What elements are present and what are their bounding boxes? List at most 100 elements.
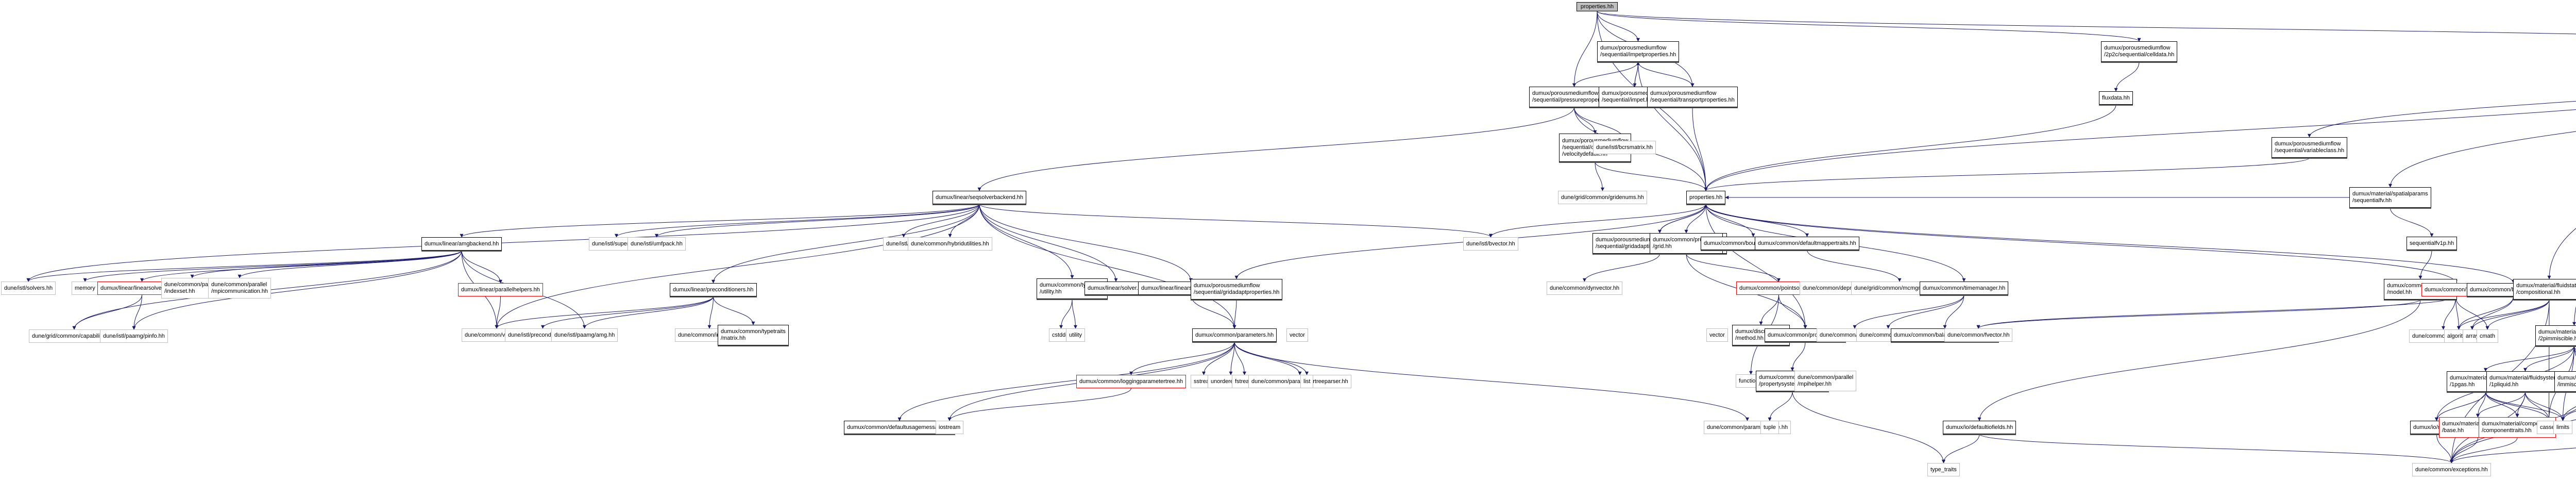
graph-node-dune-common-parallel-mpicommunication-hh: dune/common/parallel /mpicommunication.h… <box>208 278 272 299</box>
edge-utility_tt-to-utility <box>1072 299 1077 329</box>
edge-propsys-to-typetraits <box>1792 391 1945 464</box>
graph-node-dune-common-exceptions-hh: dune/common/exceptions.hh <box>2412 463 2491 476</box>
edge-amgbackend-to-solvers <box>26 250 462 282</box>
edge-seqsolver-to-solvers <box>26 204 980 282</box>
edge-paramshh-to-fstream <box>1234 341 1246 375</box>
edge-2pprops-to-spatialparams <box>2388 131 2576 188</box>
graph-node-dune-common-fvector-hh: dune/common/fvector.hh <box>1944 328 2013 342</box>
edge-fscomp-to-array <box>2470 299 2550 330</box>
edge-gridadaptinit-to-dynvector <box>1583 253 1660 282</box>
graph-node-dumux-material-fluidsystems-2pimmiscible-hh[interactable]: dumux/material/fluidsystems /2pimmiscibl… <box>2535 325 2576 346</box>
graph-node-dune-common-parallel-mpihelper-hh: dune/common/parallel /mpihelper.hh <box>1794 371 1857 391</box>
edge-defio-to-typetraits <box>1942 434 1980 464</box>
graph-node-dumux-linear-seqsolverbackend-hh[interactable]: dumux/linear/seqsolverbackend.hh <box>933 191 1026 204</box>
edge-seqsolver-to-umfpack <box>655 204 980 238</box>
graph-node-dumux-linear-parallelhelpers-hh[interactable]: dumux/linear/parallelhelpers.hh <box>458 283 543 296</box>
edge-lstraits-to-pinfo <box>132 294 142 330</box>
graph-node-fluxdata-hh[interactable]: fluxdata.hh <box>2099 91 2133 105</box>
edge-timemgr-to-floatcmp <box>1853 294 1964 329</box>
edge-fscomp-to-algorithm <box>2457 299 2550 330</box>
edge-impet-to-impetprops <box>1634 61 1640 87</box>
edge-varclass-to-properties <box>1704 157 2310 191</box>
edge-propmodel-to-defio <box>1977 299 2421 421</box>
edge-2pimm-to-fs1pliq <box>2523 345 2574 372</box>
edge-paramshh-to-sstream <box>1202 341 1235 375</box>
edge-seqsolver-to-amgbackend <box>460 204 980 238</box>
edge-amgbackend-to-indexset <box>190 250 462 278</box>
edge-seqsolver-to-bvector <box>979 204 1493 238</box>
edge-gaprops-to-paramshh <box>1232 299 1237 329</box>
edge-amgbackend-to-parhelpers <box>461 250 502 284</box>
graph-node-iostream: iostream <box>936 421 964 434</box>
edge-amgbackend-to-pinfo <box>132 250 462 330</box>
graph-node-dumux-material-spatialparams-sequentialfv-hh[interactable]: dumux/material/spatialparams /sequential… <box>2349 187 2431 208</box>
edge-preconds-to-indiceshh <box>707 296 714 329</box>
edge-mathhh-to-fmatrix <box>2442 296 2456 330</box>
edge-pointsource-to-method <box>1759 294 1779 325</box>
edge-fsbase-to-exceptions <box>2450 437 2478 464</box>
edge-paramshh-to-umap <box>1229 341 1235 375</box>
edge-timemgr-to-balance <box>1943 294 1964 329</box>
graph-node-dune-istl-bvector-hh: dune/istl/bvector.hh <box>1463 237 1518 251</box>
edge-preconds-to-amg <box>583 296 714 329</box>
edge-pressprops-to-velocitydefault <box>1574 107 1597 134</box>
graph-node-tuple: tuple <box>1760 421 1779 434</box>
edge-utility_tt-to-cstddef <box>1059 299 1073 329</box>
edge-pointsource-to-cprops <box>1778 294 1807 329</box>
edge-lsparams-to-paramshh <box>1191 294 1236 329</box>
graph-node-dumux-porousmediumflow-2p2c-sequential-celldata-hh[interactable]: dumux/porousmediumflow /2p2c/sequential/… <box>2101 41 2178 62</box>
graph-node-dumux-common-defaultmappertraits-hh[interactable]: dumux/common/defaultmappertraits.hh <box>1755 237 1859 250</box>
edge-fscomp-to-cassert <box>2547 299 2551 421</box>
graph-node-dumux-common-timemanager-hh[interactable]: dumux/common/timemanager.hh <box>1920 282 2009 295</box>
edge-properties-to-btypes <box>1705 204 2515 284</box>
graph-node-dune-istl-paamg-amg-hh: dune/istl/paamg/amg.hh <box>551 328 618 342</box>
graph-node-dumux-material-fluidsystems-1pliquid-hh[interactable]: dumux/material/fluidsystems /1pliquid.hh <box>2486 371 2564 392</box>
edge-pressprops-to-seqsolver <box>977 107 1574 191</box>
graph-node-dune-common-hybridutilities-hh: dune/common/hybridutilities.hh <box>908 237 992 251</box>
graph-node-properties-hh[interactable]: properties.hh <box>1686 191 1726 204</box>
graph-node-dumux-porousmediumflow-sequential-variableclass-hh[interactable]: dumux/porousmediumflow /sequential/varia… <box>2272 137 2348 158</box>
graph-node-dumux-material-fluidstates-compositional-hh[interactable]: dumux/material/fluidstates /compositiona… <box>2513 279 2576 300</box>
graph-node-dumux-io-defaultiofields-hh[interactable]: dumux/io/defaultiofields.hh <box>1943 421 2016 434</box>
edge-btypes-to-algorithm <box>2457 296 2514 330</box>
edge-amgbackend-to-mpicomm <box>238 250 462 278</box>
edge-properties-to-mathhh <box>1705 204 2458 284</box>
graph-node-vector: vector <box>1286 328 1308 342</box>
graph-node-properties-hh[interactable]: properties.hh <box>1577 2 1618 11</box>
edge-2pprops-to-properties <box>1704 109 2576 191</box>
graph-node-sequentialfv1p-hh[interactable]: sequentialfv1p.hh <box>2406 237 2458 250</box>
graph-node-dumux-porousmediumflow-sequential-gridadaptproperties-hh[interactable]: dumux/porousmediumflow /sequential/grida… <box>1191 279 1283 300</box>
graph-node-dune-istl-solvers-hh: dune/istl/solvers.hh <box>1 282 56 295</box>
edge-defio-to-exceptions <box>1979 434 2453 464</box>
edge-comptraits-to-exceptions <box>2450 437 2518 464</box>
edge-seqsolver-to-utility_tt <box>979 204 1074 279</box>
edge-root-to-2pprops <box>1597 11 2576 35</box>
edge-compbase-to-exceptions <box>2450 448 2576 464</box>
edge-lstraits-to-capabilities <box>72 294 142 330</box>
edge-paramshh-to-logtree <box>1129 341 1235 375</box>
graph-node-dumux-common-loggingparametertree-hh[interactable]: dumux/common/loggingparametertree.hh <box>1076 375 1187 388</box>
graph-node-dumux-material-fluidstates-immiscible-hh[interactable]: dumux/material/fluidstates /immiscible.h… <box>2554 371 2576 392</box>
graph-node-dune-istl-bcrsmatrix-hh: dune/istl/bcrsmatrix.hh <box>1593 141 1656 154</box>
graph-node-dumux-porousmediumflow-sequential-transportproperties-hh[interactable]: dumux/porousmediumflow /sequential/trans… <box>1647 87 1738 107</box>
edge-cprops-to-propsys <box>1790 341 1806 371</box>
graph-node-dumux-common-typetraits-matrix-hh[interactable]: dumux/common/typetraits /matrix.hh <box>718 325 789 345</box>
edge-root-to-pressprops <box>1572 11 1598 87</box>
graph-node-dumux-common-parameters-hh[interactable]: dumux/common/parameters.hh <box>1192 328 1277 342</box>
graph-node-dumux-porousmediumflow-sequential-impetproperties-hh[interactable]: dumux/porousmediumflow /sequential/impet… <box>1597 41 1680 62</box>
edge-paramshh-to-ptree <box>1234 341 1749 421</box>
graph-node-list: list <box>1300 375 1314 388</box>
graph-node-dune-common-deprecated-hh: dune/common/deprecated.hh <box>1800 282 1880 295</box>
edge-impetprops-to-transprops <box>1638 61 1694 87</box>
graph-node-dune-common-parametertreeparser-hh: dune/common/parametertreeparser.hh <box>1248 375 1351 388</box>
edge-impetprops-to-properties <box>1638 61 1708 191</box>
graph-node-dumux-linear-amgbackend-hh[interactable]: dumux/linear/amgbackend.hh <box>421 237 502 251</box>
graph-node-dumux-linear-solver-hh[interactable]: dumux/linear/solver.hh <box>1084 282 1148 295</box>
edge-fs1pliq-to-fsbase <box>2476 391 2526 418</box>
edge-amgbackend-to-lstraits <box>140 250 462 282</box>
graph-node-dumux-linear-preconditioners-hh[interactable]: dumux/linear/preconditioners.hh <box>670 283 757 296</box>
edge-properties-to-bcs <box>1705 204 1755 237</box>
edge-propmodel-to-fvector <box>1976 299 2421 329</box>
